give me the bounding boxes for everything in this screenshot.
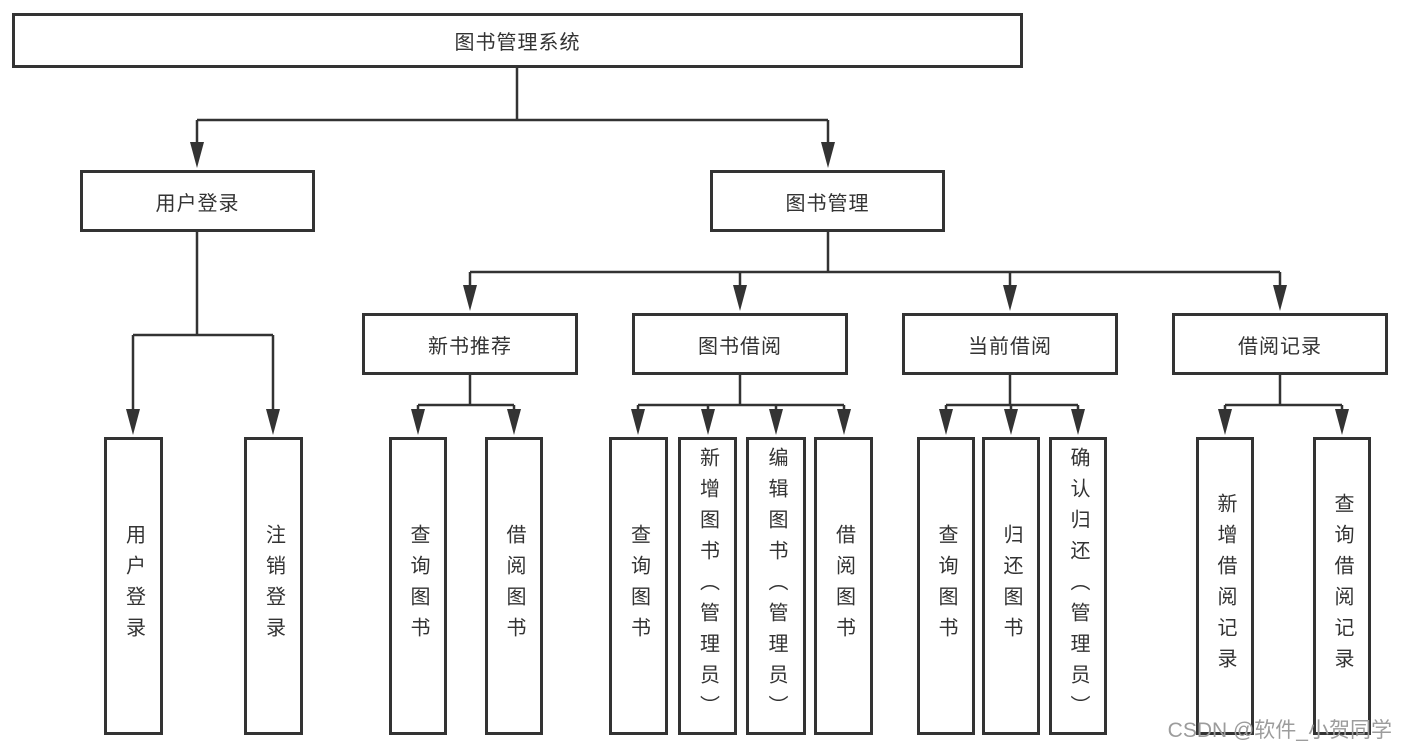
node-current-borrow-label: 当前借阅 xyxy=(968,335,1052,358)
leaf-newbook-borrow-books: 借阅图书 xyxy=(485,437,543,735)
leaf-user-login-label: 用户登录 xyxy=(122,524,145,648)
leaf-records-query-record: 查询借阅记录 xyxy=(1313,437,1371,735)
leaf-current-query-books-label: 查询图书 xyxy=(935,524,957,648)
node-new-book-recommend: 新书推荐 xyxy=(362,313,578,375)
csdn-watermark: CSDN @软件_小贺同学 xyxy=(1167,719,1392,742)
leaf-borrow-add-books-admin: 新增图书（管理员） xyxy=(678,437,737,735)
leaf-user-login: 用户登录 xyxy=(104,437,163,735)
leaf-records-add-record: 新增借阅记录 xyxy=(1196,437,1254,735)
node-book-borrow: 图书借阅 xyxy=(632,313,848,375)
node-new-book-recommend-label: 新书推荐 xyxy=(428,335,512,358)
leaf-newbook-borrow-books-label: 借阅图书 xyxy=(503,524,525,648)
leaf-records-add-record-label: 新增借阅记录 xyxy=(1214,493,1236,679)
node-book-borrow-label: 图书借阅 xyxy=(698,335,782,358)
node-book-management: 图书管理 xyxy=(710,170,945,232)
node-root: 图书管理系统 xyxy=(12,13,1023,68)
leaf-logout-label: 注销登录 xyxy=(262,524,285,648)
leaf-logout: 注销登录 xyxy=(244,437,303,735)
leaf-records-query-record-label: 查询借阅记录 xyxy=(1331,493,1353,679)
leaf-borrow-query-books: 查询图书 xyxy=(609,437,668,735)
node-user-login-label: 用户登录 xyxy=(155,192,240,215)
node-borrow-records: 借阅记录 xyxy=(1172,313,1388,375)
leaf-current-query-books: 查询图书 xyxy=(917,437,975,735)
leaf-current-confirm-return-admin-label: 确认归还（管理员） xyxy=(1067,446,1089,726)
leaf-current-return-books-label: 归还图书 xyxy=(1000,524,1022,648)
leaf-borrow-borrow-books: 借阅图书 xyxy=(814,437,873,735)
leaf-current-confirm-return-admin: 确认归还（管理员） xyxy=(1049,437,1107,735)
node-current-borrow: 当前借阅 xyxy=(902,313,1118,375)
leaf-newbook-query-books-label: 查询图书 xyxy=(407,524,429,648)
leaf-borrow-edit-books-admin-label: 编辑图书（管理员） xyxy=(765,446,787,726)
node-book-management-label: 图书管理 xyxy=(785,192,870,215)
leaf-newbook-query-books: 查询图书 xyxy=(389,437,447,735)
leaf-borrow-query-books-label: 查询图书 xyxy=(627,524,650,648)
leaf-borrow-borrow-books-label: 借阅图书 xyxy=(832,524,855,648)
node-borrow-records-label: 借阅记录 xyxy=(1238,335,1322,358)
node-user-login: 用户登录 xyxy=(80,170,315,232)
leaf-current-return-books: 归还图书 xyxy=(982,437,1040,735)
node-root-label: 图书管理系统 xyxy=(454,32,581,54)
leaf-borrow-edit-books-admin: 编辑图书（管理员） xyxy=(746,437,806,735)
arrowheads xyxy=(126,142,1349,435)
leaf-borrow-add-books-admin-label: 新增图书（管理员） xyxy=(696,446,719,726)
